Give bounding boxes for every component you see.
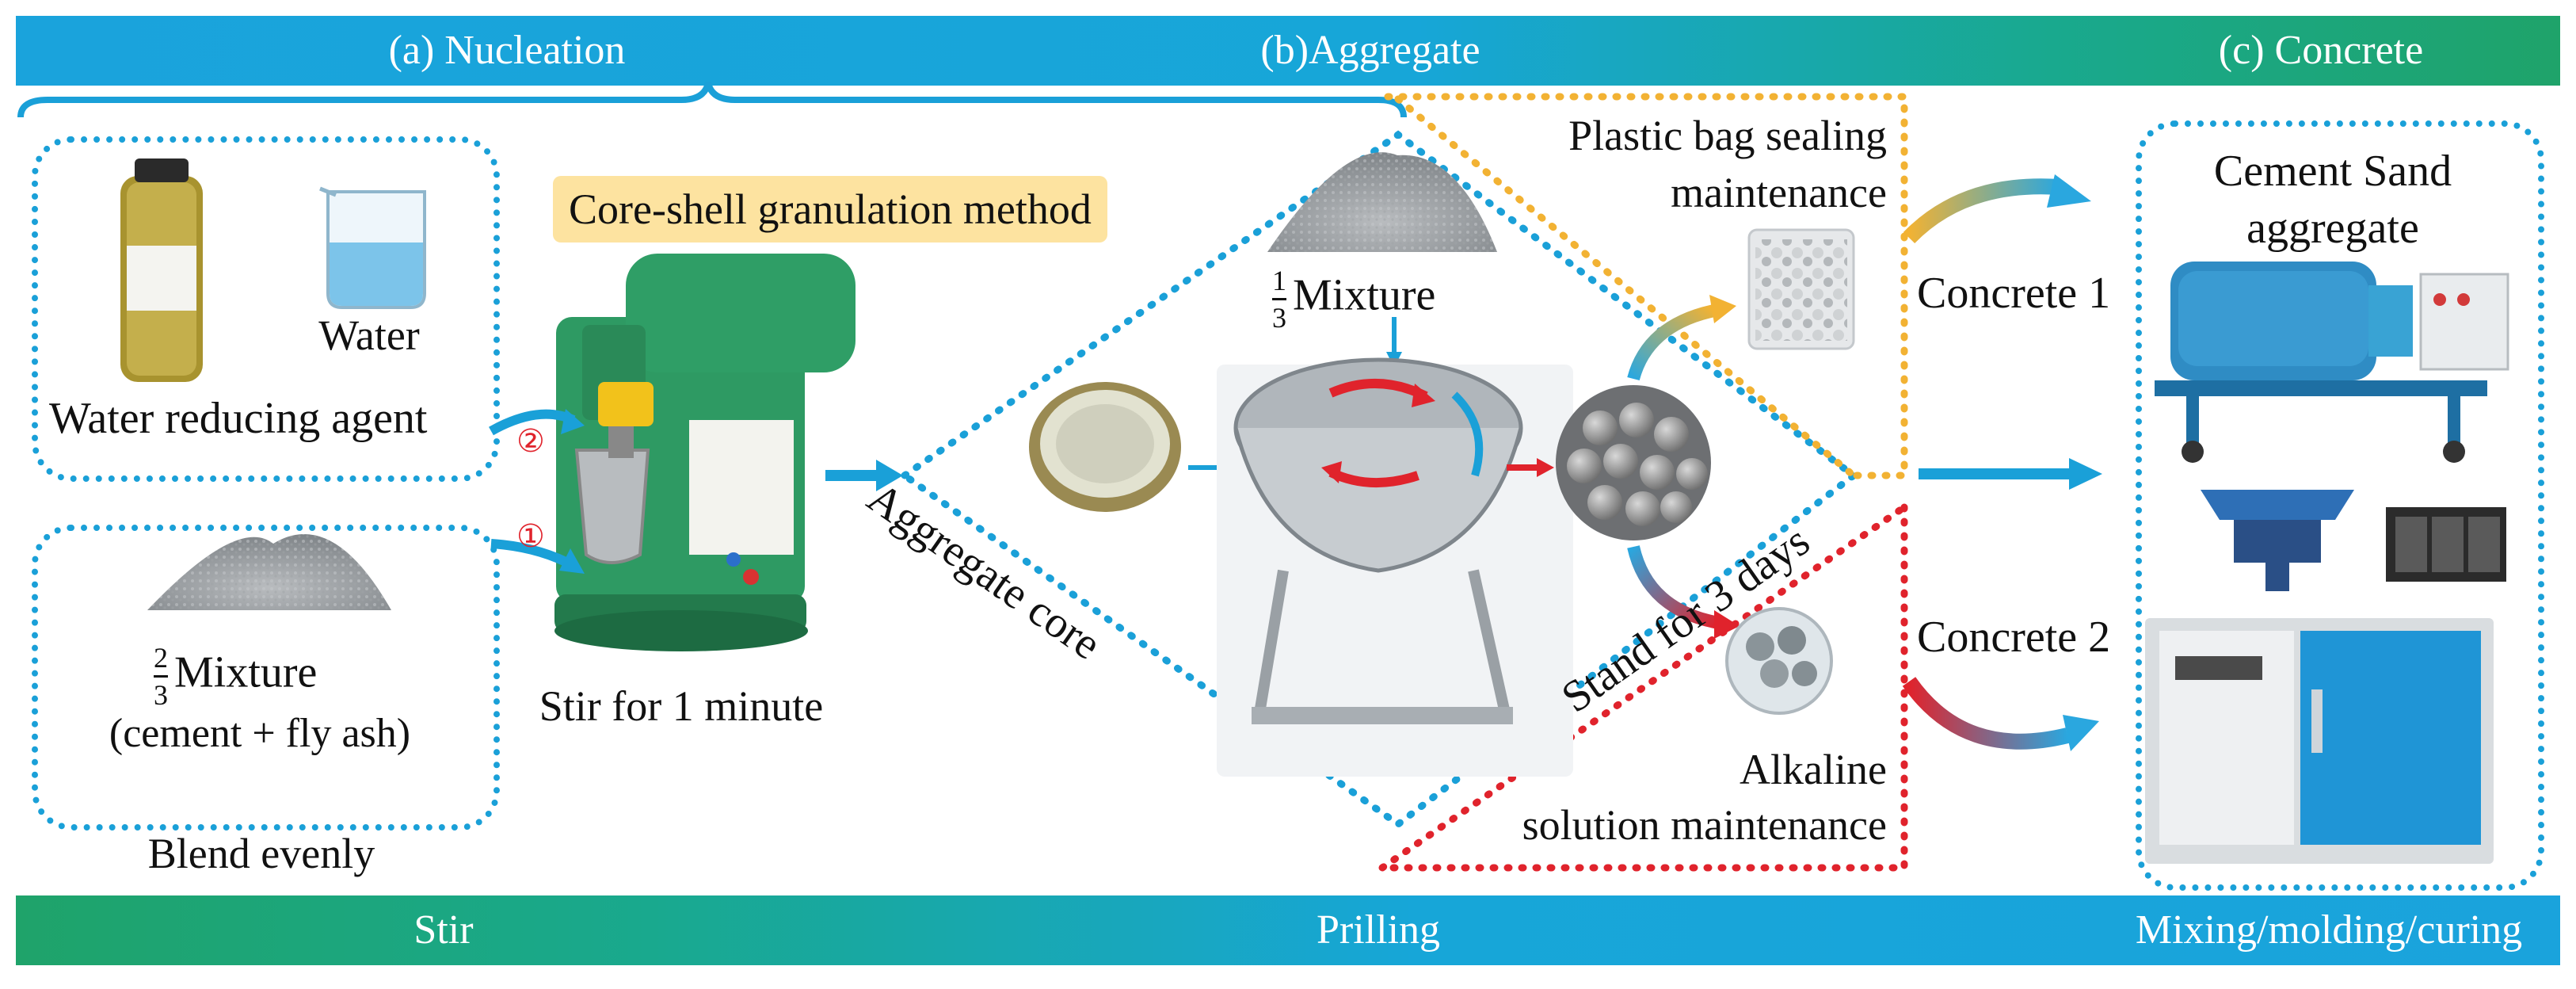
alkaline-region-diagonal <box>1378 503 1908 872</box>
concrete-1-arrow <box>1903 174 2091 244</box>
alkaline-region-border <box>1378 503 1908 872</box>
stir-time-label: Stir for 1 minute <box>539 682 824 730</box>
granulator-to-pellets-arrow <box>1507 458 1554 477</box>
method-tag: Core-shell granulation method <box>553 176 1107 242</box>
concrete-1-label: Concrete 1 <box>1917 269 2111 318</box>
fraction-numerator: 2 <box>154 642 168 674</box>
step-2-marker: ② <box>516 423 545 459</box>
concrete-2-arrow <box>1902 677 2099 751</box>
one-third-fraction: 1 3 <box>1272 266 1286 332</box>
plastic-bag-granules-icon <box>1747 228 1855 350</box>
two-thirds-mixture-label: 2 3 Mixture <box>154 643 317 709</box>
water-label: Water <box>318 311 420 359</box>
fraction-bar <box>154 675 168 678</box>
water-beaker-icon <box>319 186 426 309</box>
blend-evenly-label: Blend evenly <box>147 830 375 877</box>
plastic-bag-label-line2: maintenance <box>1671 169 1887 216</box>
stage-label-concrete: (c) Concrete <box>2218 28 2424 73</box>
mixture-box <box>32 525 500 831</box>
step-2-arrow <box>489 409 585 436</box>
mixture-powder-pile-icon <box>1267 152 1497 252</box>
top-stage-band: (a) Nucleation (b)Aggregate (c) Concrete <box>16 16 2560 86</box>
water-reducing-agent-label: Water reducing agent <box>49 394 428 443</box>
pellets-to-plastic-bag-arrow <box>1627 295 1736 381</box>
stage-label-nucleation: (a) Nucleation <box>388 28 626 73</box>
aggregate-core-bowl-icon <box>1029 382 1181 512</box>
process-label-mixing: Mixing/molding/curing <box>2135 907 2523 953</box>
mixture-word: Mixture <box>1293 270 1436 320</box>
one-third-mixture-label: 1 3 Mixture <box>1272 266 1435 332</box>
alkaline-label-line2: solution maintenance <box>1522 801 1887 849</box>
plastic-bag-label-line1: Plastic bag sealing <box>1568 112 1887 159</box>
curing-chamber-icon <box>2145 618 2494 864</box>
nucleation-brace <box>17 81 1407 118</box>
fraction-numerator: 1 <box>1272 265 1286 296</box>
materials-label-line1: Cement Sand <box>2213 147 2452 196</box>
fraction-bar <box>1272 298 1286 300</box>
materials-label-line2: aggregate <box>2246 204 2419 253</box>
two-thirds-fraction: 2 3 <box>154 643 168 709</box>
fraction-denominator: 3 <box>1272 302 1286 334</box>
bottom-process-band: Stir Prilling Mixing/molding/curing <box>16 895 2560 965</box>
process-label-stir: Stir <box>413 907 474 953</box>
mixture-detail-label: (cement + fly ash) <box>109 711 411 756</box>
mixture-word: Mixture <box>174 647 318 697</box>
cement-pile-icon <box>147 533 391 610</box>
concrete-2-label: Concrete 2 <box>1917 613 2111 662</box>
plastic-bag-region-border <box>1384 93 1908 479</box>
process-label-prilling: Prilling <box>1316 907 1441 953</box>
plastic-bag-region-diagonal <box>1394 95 1858 479</box>
concrete-mixer-machine-icon <box>2155 262 2509 463</box>
step-1-marker: ① <box>516 518 545 554</box>
fraction-denominator: 3 <box>154 679 168 711</box>
step-1-arrow <box>490 539 585 574</box>
vibration-table-icon <box>2201 490 2354 591</box>
reagent-bottle-icon <box>120 158 203 382</box>
specimen-mould-icon <box>2386 507 2506 582</box>
granulator-pan-icon <box>1217 357 1573 777</box>
reagents-box <box>32 136 500 482</box>
stage-label-aggregate: (b)Aggregate <box>1260 28 1480 73</box>
aggregate-pellets-icon <box>1556 385 1711 540</box>
stir-to-aggregate-arrow <box>825 460 903 491</box>
cement-mixer-machine-icon <box>554 254 855 651</box>
center-arrow <box>1919 458 2102 490</box>
alkaline-label-line1: Alkaline <box>1740 746 1887 793</box>
alkaline-solution-dish-icon <box>1725 607 1833 715</box>
concrete-materials-box <box>2136 120 2544 891</box>
pellets-to-alkaline-arrow <box>1627 545 1740 639</box>
